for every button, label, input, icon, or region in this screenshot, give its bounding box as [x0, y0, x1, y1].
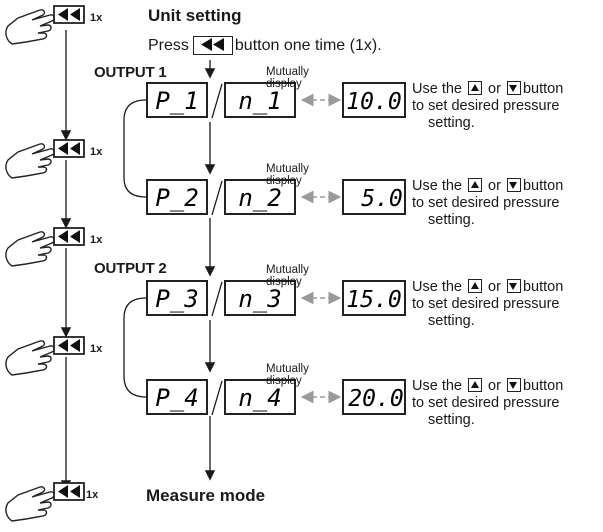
- press-step-5: 1x: [2, 477, 100, 532]
- lcd-p-code-text: P_3: [155, 285, 198, 313]
- lcd-p-code-text: P_4: [155, 384, 198, 412]
- hand-pointer-icon: [2, 0, 100, 50]
- up-arrow-button-icon: [468, 279, 482, 293]
- press-step-1: 1x: [2, 0, 100, 55]
- mutual-display-label: Mutually display: [266, 66, 309, 90]
- lcd-p-code: P_4: [146, 379, 208, 415]
- measure-mode-label: Measure mode: [146, 486, 265, 506]
- lcd-n-code-text: n_3: [238, 285, 281, 313]
- lcd-value: 20.0: [342, 379, 406, 415]
- press-count: 1x: [90, 234, 102, 246]
- lcd-value-text: 5.0: [361, 186, 403, 212]
- press-count: 1x: [90, 12, 102, 24]
- press-count: 1x: [86, 489, 98, 501]
- mutual-display-label: Mutually display: [266, 363, 309, 387]
- press-count: 1x: [90, 146, 102, 158]
- lcd-n-code-text: n_2: [238, 184, 281, 212]
- up-arrow-button-icon: [468, 81, 482, 95]
- mutual-display-label: Mutually display: [266, 163, 309, 187]
- lcd-n-code-text: n_4: [238, 384, 281, 412]
- down-arrow-button-icon: [507, 178, 521, 192]
- press-step-2: 1x: [2, 134, 100, 189]
- lcd-value: 10.0: [342, 82, 406, 118]
- row-description: Use the or button to set desired pressur…: [412, 178, 563, 229]
- down-arrow-button-icon: [507, 279, 521, 293]
- lcd-p-code: P_2: [146, 179, 208, 215]
- lcd-p-code-text: P_1: [155, 87, 198, 115]
- press-step-4: 1x: [2, 331, 100, 386]
- row-description: Use the or button to set desired pressur…: [412, 378, 563, 429]
- lcd-p-code-text: P_2: [155, 184, 198, 212]
- lcd-n-code-text: n_1: [238, 87, 281, 115]
- group-brackets: [124, 100, 146, 397]
- mutual-dashed-arrows: [304, 100, 338, 397]
- hand-pointer-icon: [2, 477, 100, 527]
- row-description: Use the or button to set desired pressur…: [412, 279, 563, 330]
- hand-pointer-icon: [2, 134, 100, 184]
- lcd-value-text: 15.0: [346, 287, 401, 313]
- press-step-3: 1x: [2, 222, 100, 277]
- up-arrow-button-icon: [468, 378, 482, 392]
- hand-pointer-icon: [2, 331, 100, 381]
- down-arrow-button-icon: [507, 378, 521, 392]
- lcd-p-code: P_3: [146, 280, 208, 316]
- row-description: Use the or button to set desired pressur…: [412, 81, 563, 132]
- lcd-value: 15.0: [342, 280, 406, 316]
- hand-pointer-icon: [2, 222, 100, 272]
- up-arrow-button-icon: [468, 178, 482, 192]
- down-arrow-button-icon: [507, 81, 521, 95]
- lcd-value: 5.0: [342, 179, 406, 215]
- press-count: 1x: [90, 343, 102, 355]
- lcd-p-code: P_1: [146, 82, 208, 118]
- mutual-display-label: Mutually display: [266, 264, 309, 288]
- lcd-value-text: 20.0: [348, 386, 403, 412]
- separator-slashes: [212, 84, 222, 415]
- lcd-value-text: 10.0: [346, 89, 401, 115]
